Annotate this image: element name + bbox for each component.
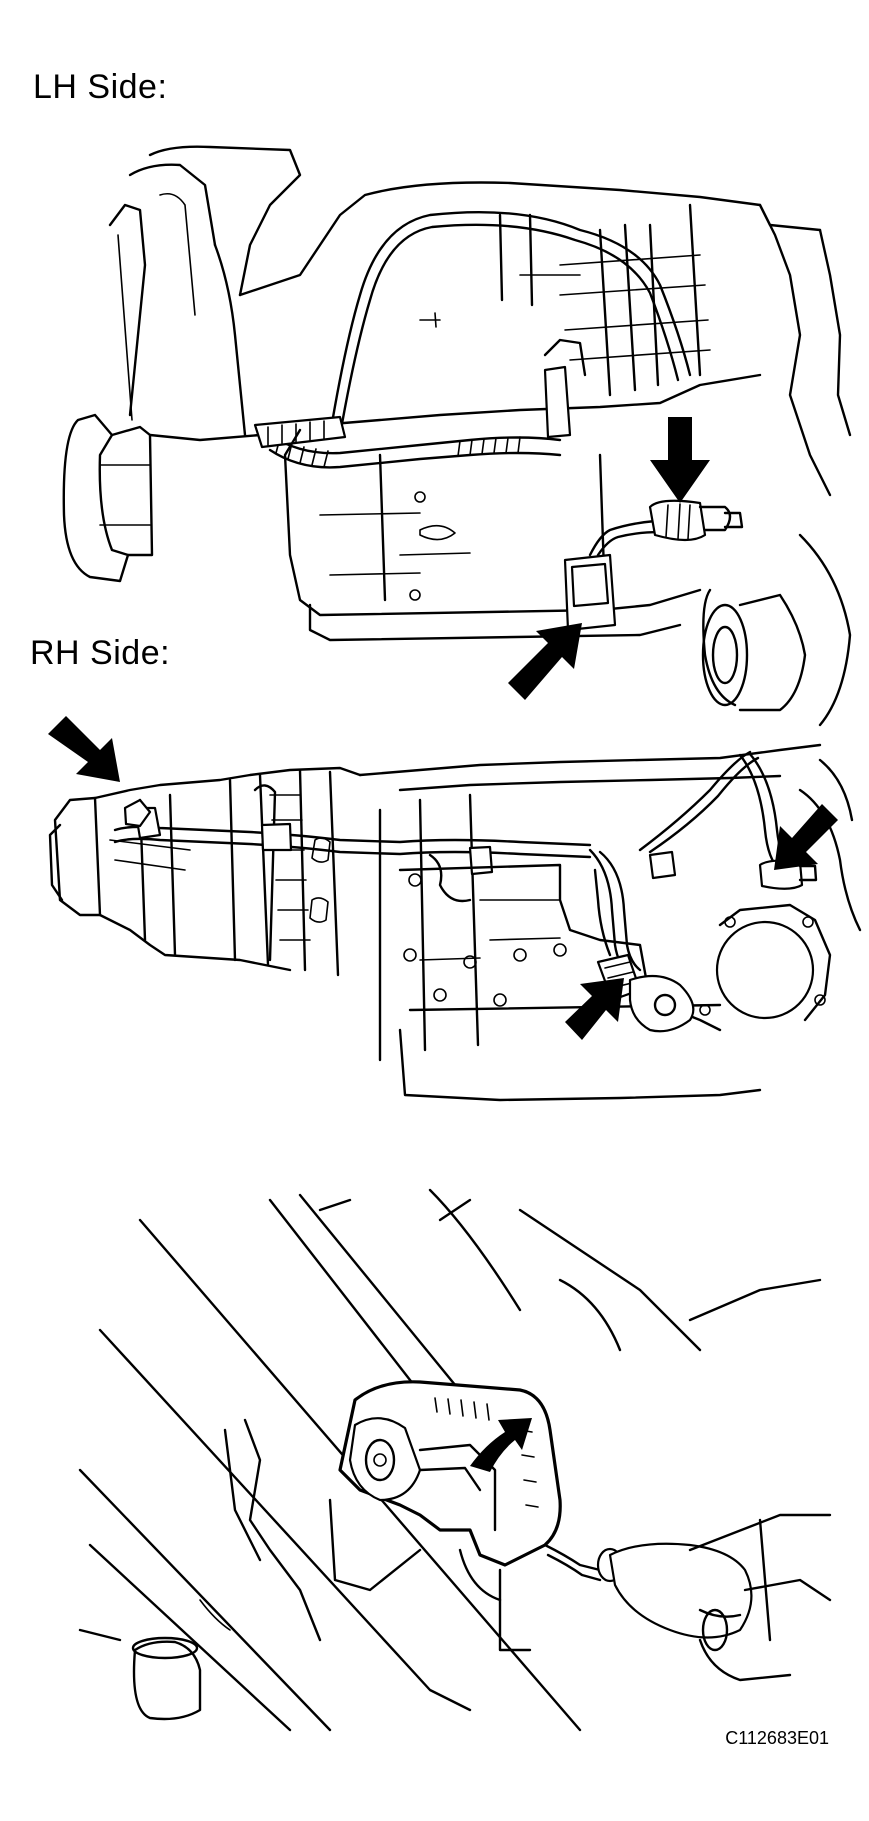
figure-code: C112683E01	[725, 1728, 829, 1748]
rh-side-transmission-diagram	[48, 716, 869, 1110]
pointer-arrow-icon	[650, 417, 710, 503]
pointer-arrow-icon	[48, 716, 120, 782]
switch-removal-detail-diagram	[0, 1170, 869, 1730]
rh-side-label: RH Side:	[30, 634, 171, 672]
lh-side-transmission-diagram	[0, 135, 869, 675]
pointer-arrow-icon	[508, 623, 582, 700]
lh-side-label: LH Side:	[33, 68, 168, 106]
rotate-arrow-icon	[470, 1418, 532, 1472]
pointer-arrow-icon	[774, 804, 838, 870]
pointer-arrow-icon	[565, 978, 624, 1040]
